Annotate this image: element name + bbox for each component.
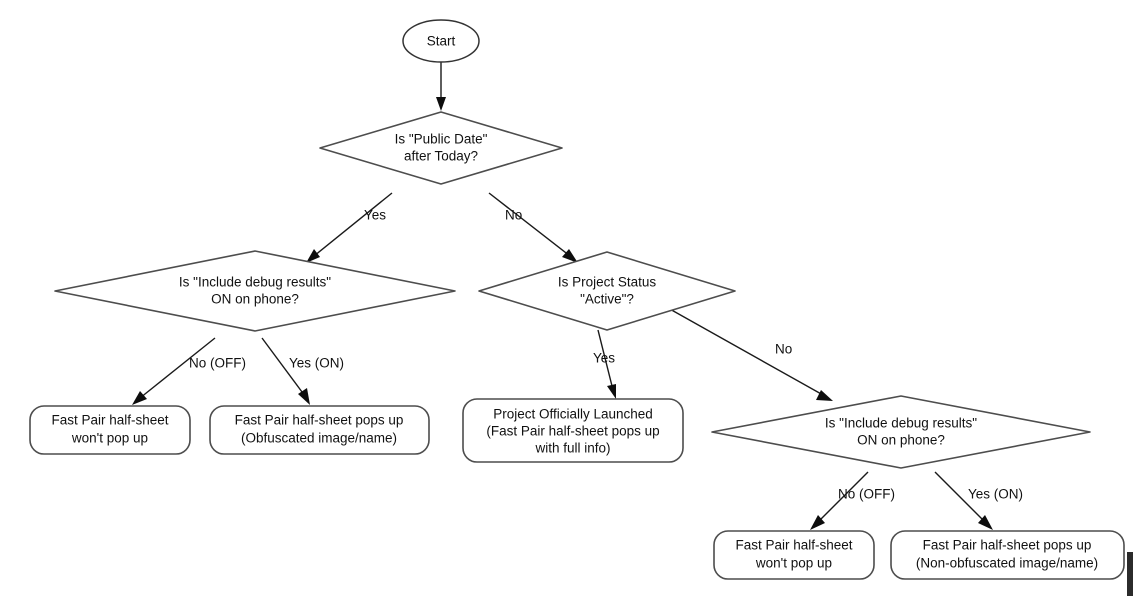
edge-label-yes-project-status: Yes — [593, 351, 615, 366]
node-result-launched-line1: Project Officially Launched — [493, 407, 653, 422]
node-decision-project-status[interactable]: Is Project Status "Active"? — [478, 251, 736, 331]
node-decision-project-status-line1: Is Project Status — [558, 275, 657, 290]
node-decision-debug-left-line2: ON on phone? — [211, 292, 299, 307]
node-result-right-off-line1: Fast Pair half-sheet — [735, 538, 852, 553]
node-start-label: Start — [427, 34, 456, 49]
node-result-left-off-line1: Fast Pair half-sheet — [51, 413, 168, 428]
node-result-left-off[interactable]: Fast Pair half-sheet won't pop up — [29, 405, 191, 455]
edge-debug-left-yes-on: Yes (ON) — [261, 337, 344, 405]
node-result-launched[interactable]: Project Officially Launched (Fast Pair h… — [462, 398, 684, 463]
node-result-right-on-line1: Fast Pair half-sheet pops up — [923, 538, 1092, 553]
node-result-left-on[interactable]: Fast Pair half-sheet pops up (Obfuscated… — [209, 405, 430, 455]
edge-debug-right-no-off: No (OFF) — [810, 471, 895, 530]
node-result-left-off-line2: won't pop up — [71, 431, 148, 446]
node-decision-project-status-line2: "Active"? — [580, 292, 634, 307]
edge-label-yes-public-date: Yes — [364, 208, 386, 223]
node-result-right-off[interactable]: Fast Pair half-sheet won't pop up — [713, 530, 875, 580]
node-decision-debug-right-line2: ON on phone? — [857, 433, 945, 448]
node-result-right-off-line2: won't pop up — [755, 556, 832, 571]
edge-label-no-public-date: No — [505, 208, 522, 223]
edge-project-status-yes: Yes — [593, 329, 616, 399]
edge-label-yes-on-right: Yes (ON) — [968, 487, 1023, 502]
node-decision-public-date-line1: Is "Public Date" — [395, 132, 488, 147]
node-decision-debug-left[interactable]: Is "Include debug results" ON on phone? — [54, 250, 456, 332]
edge-public-date-yes: Yes — [306, 192, 393, 263]
node-decision-public-date-line2: after Today? — [404, 149, 478, 164]
node-result-launched-line3: with full info) — [534, 441, 610, 456]
edge-debug-left-no-off: No (OFF) — [132, 337, 246, 405]
edge-start-to-public-date — [436, 62, 446, 111]
edge-label-no-off-left: No (OFF) — [189, 356, 246, 371]
edge-label-no-off-right: No (OFF) — [838, 487, 895, 502]
node-result-left-on-line1: Fast Pair half-sheet pops up — [235, 413, 404, 428]
node-decision-debug-right[interactable]: Is "Include debug results" ON on phone? — [711, 395, 1091, 469]
edge-project-status-no: No — [667, 307, 833, 401]
node-start[interactable]: Start — [402, 19, 480, 63]
node-result-right-on[interactable]: Fast Pair half-sheet pops up (Non-obfusc… — [890, 530, 1125, 580]
edge-debug-right-yes-on: Yes (ON) — [934, 471, 1023, 530]
edge-label-yes-on-left: Yes (ON) — [289, 356, 344, 371]
node-decision-public-date[interactable]: Is "Public Date" after Today? — [319, 111, 563, 185]
right-edge-artifact — [1127, 552, 1133, 596]
node-result-right-on-line2: (Non-obfuscated image/name) — [916, 556, 1098, 571]
edge-public-date-no: No — [488, 192, 578, 263]
node-result-launched-line2: (Fast Pair half-sheet pops up — [486, 424, 659, 439]
node-result-left-on-line2: (Obfuscated image/name) — [241, 431, 397, 446]
edge-label-no-project-status: No — [775, 342, 792, 357]
node-decision-debug-right-line1: Is "Include debug results" — [825, 416, 977, 431]
node-decision-debug-left-line1: Is "Include debug results" — [179, 275, 331, 290]
